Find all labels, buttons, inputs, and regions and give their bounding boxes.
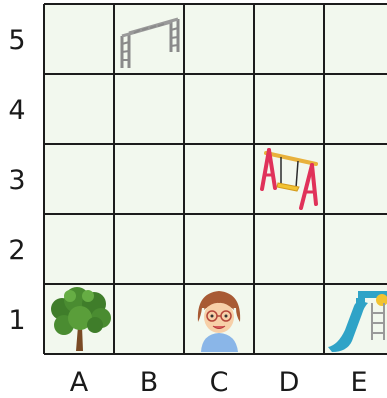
column-label-c: C [210,367,229,398]
column-label-b: B [140,367,159,398]
column-label-a: A [70,367,89,398]
column-label-e: E [350,367,367,398]
row-label-2: 2 [8,235,25,266]
row-label-3: 3 [8,165,25,196]
column-label-d: D [279,367,300,398]
column-labels: A B C D E [70,367,368,398]
row-label-5: 5 [8,25,25,56]
row-label-4: 4 [8,95,25,126]
row-label-1: 1 [8,305,25,336]
row-labels: 5 4 3 2 1 [8,25,25,336]
